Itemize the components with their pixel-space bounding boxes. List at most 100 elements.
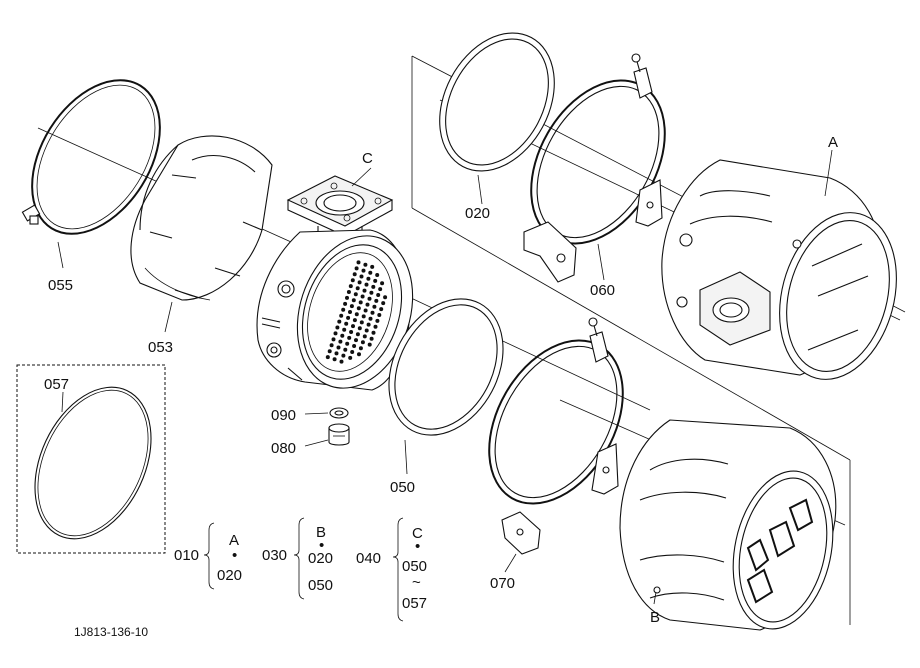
perforation-hole (355, 286, 360, 291)
perforation-hole (334, 351, 339, 356)
perforation-hole (331, 337, 336, 342)
callout-labels: 055 053 057 090 080 050 020 060 070 A B … (44, 134, 838, 626)
perforation-hole (345, 341, 350, 346)
perforation-hole (340, 333, 345, 338)
legend-030-item-2: 050 (308, 577, 333, 594)
perforation-hole (361, 268, 366, 273)
perforation-hole (333, 331, 338, 336)
perforation-hole (348, 355, 353, 360)
perforation-hole (352, 272, 357, 277)
v-band-clamp-060 (523, 53, 666, 283)
perforation-hole (352, 344, 357, 348)
perforation-hole (327, 349, 332, 354)
perforation-hole (341, 353, 346, 358)
perforation-hole (351, 298, 356, 303)
legend-010-code: 010 (174, 547, 199, 564)
perforation-hole (357, 280, 362, 285)
heat-shield-053 (130, 135, 273, 301)
legend-030-dot: • (319, 537, 324, 554)
perforation-hole (354, 312, 359, 317)
perforation-hole (349, 304, 354, 309)
legend-040-item-3: 057 (402, 595, 427, 612)
dpf-canister-b (619, 419, 837, 631)
perforation-hole (350, 350, 355, 354)
perforation-hole (375, 318, 380, 323)
band-clamp-055 (21, 79, 161, 235)
perforation-hole (343, 347, 348, 352)
label-c: C (362, 150, 373, 167)
hatched-end-mark (746, 498, 814, 604)
perforation-hole (348, 284, 353, 289)
perforation-hole (360, 294, 365, 299)
label-055: 055 (48, 277, 73, 294)
perforation-hole (337, 319, 342, 324)
label-070: 070 (490, 575, 515, 592)
legend-030-group: B (316, 524, 326, 541)
perforation-hole (339, 313, 344, 318)
legend-040-code: 040 (356, 550, 381, 567)
perforation-hole (341, 307, 346, 312)
label-057: 057 (44, 376, 69, 393)
perforation-hole (377, 313, 382, 317)
legend-010-dot: • (232, 547, 237, 564)
legend-030-item-1: 020 (308, 550, 333, 567)
perforation-hole (332, 357, 337, 362)
perforation-hole (366, 276, 371, 281)
perforation-hole (325, 355, 330, 360)
perforation-hole (358, 346, 363, 351)
label-080: 080 (271, 440, 296, 457)
legend-010-group: A (229, 532, 239, 549)
legend-040-item-1: 050 (402, 558, 427, 575)
perforation-hole (361, 314, 366, 319)
perforation-hole (353, 292, 358, 297)
perforation-hole (374, 298, 379, 303)
perforation-hole (343, 301, 348, 306)
perforation-hole (346, 290, 351, 294)
perforation-hole (352, 318, 357, 323)
perforation-hole (367, 342, 372, 347)
label-020: 020 (465, 205, 490, 222)
perforation-hole (359, 274, 364, 279)
perforation-hole (370, 264, 375, 269)
perforation-hole (351, 324, 355, 329)
legend-030-code: 030 (262, 547, 287, 564)
perforation-hole (335, 325, 340, 330)
perforation-hole (338, 339, 343, 344)
leader-lines (57, 149, 833, 605)
perforation-hole (369, 336, 374, 341)
perforation-hole (356, 306, 361, 311)
label-b: B (650, 609, 660, 626)
legend-group-010: 010 A • 020 (174, 522, 242, 590)
perforation-hole (368, 270, 373, 275)
perforation-hole (364, 282, 369, 287)
perforation-hole (376, 293, 381, 297)
perforation-hole (339, 359, 344, 364)
perforation-hole (354, 266, 359, 271)
label-053: 053 (148, 339, 173, 356)
perforation-hole (383, 295, 388, 300)
perforation-hole (363, 262, 368, 267)
label-090: 090 (271, 407, 296, 424)
perforation-hole (357, 326, 362, 331)
legend-010-item-1: 020 (217, 567, 242, 584)
perforation-hole (362, 334, 367, 339)
perforation-hole (362, 288, 367, 293)
legend-040-dot: • (415, 538, 420, 555)
perforation-hole (347, 335, 352, 340)
perforation-hole (370, 310, 375, 315)
perforation-hole (346, 315, 351, 320)
perforation-hole (348, 310, 352, 314)
perforation-hole (342, 327, 347, 332)
perforation-hole (336, 345, 341, 350)
perforation-hole (371, 284, 376, 289)
perforation-hole (359, 320, 364, 325)
legend-group-040: 040 C • 050 ~ 057 (356, 517, 427, 622)
assembly-legend: 010 A • 020 030 B • 020 050 040 C • 050 … (174, 517, 427, 622)
perforation-hole (372, 304, 377, 309)
perforation-hole (381, 301, 386, 306)
label-a: A (828, 134, 838, 151)
gasket-ring-020 (439, 32, 555, 172)
drawing-reference: 1J813-136-10 (74, 625, 148, 639)
